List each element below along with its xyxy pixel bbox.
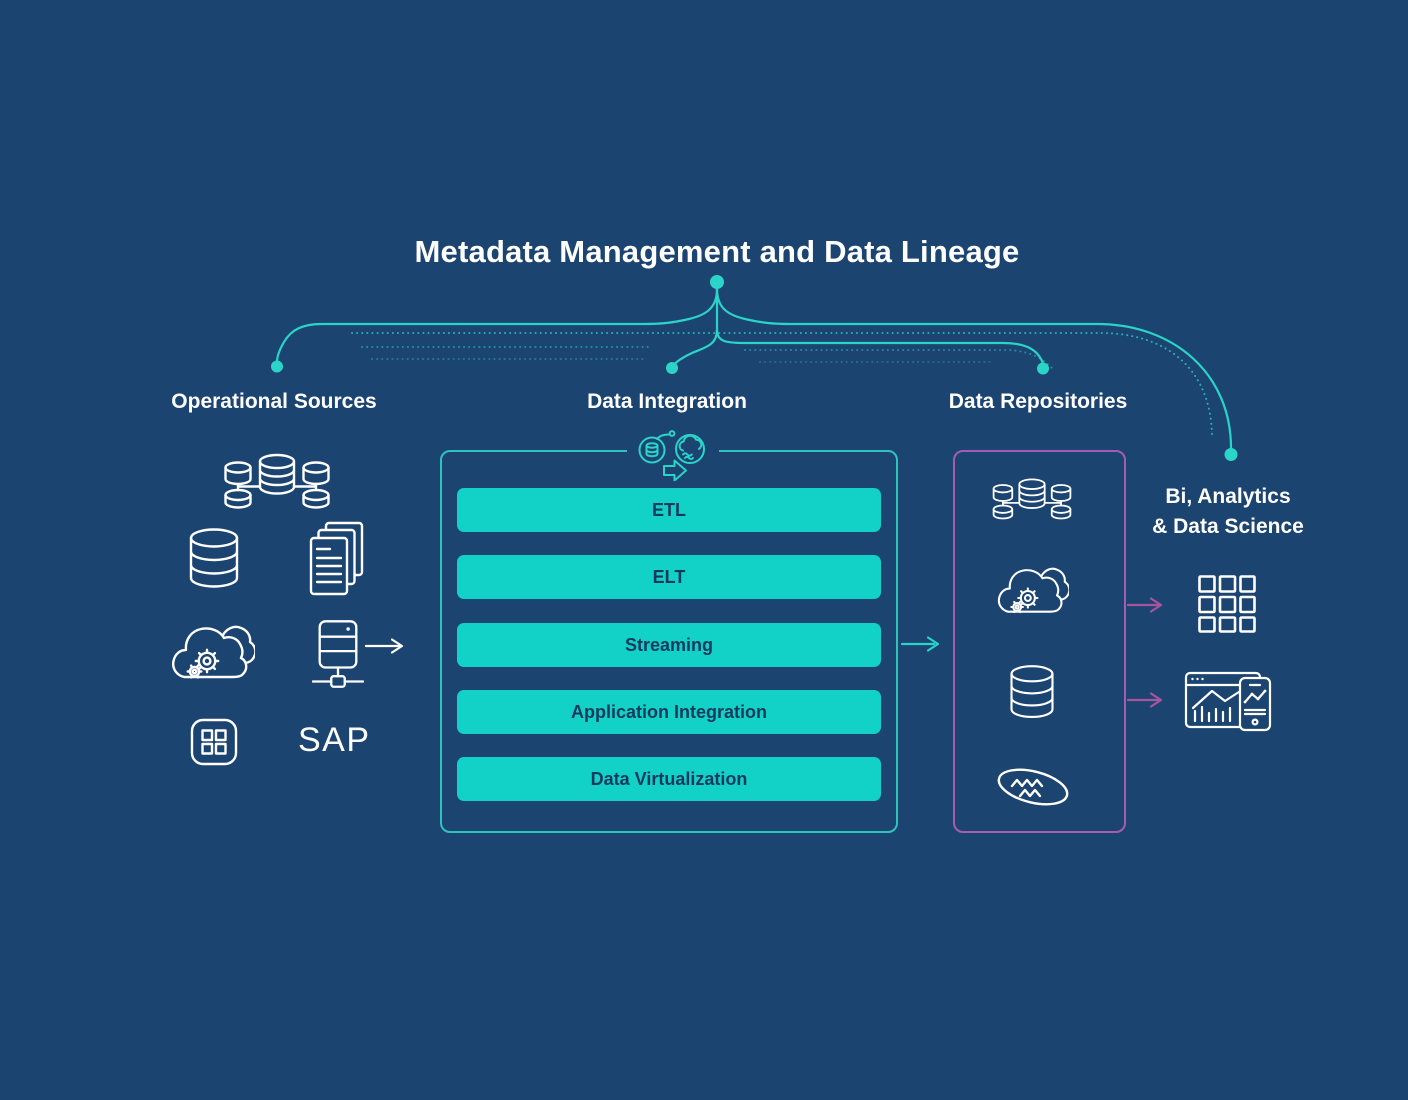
- section-label-data-integration: Data Integration: [587, 390, 747, 413]
- section-label-bi-analytics: Bi, Analytics & Data Science: [1108, 482, 1348, 542]
- section-label-operational-sources: Operational Sources: [171, 390, 377, 413]
- cloud-gears-icon: [171, 619, 257, 689]
- grid-apps-icon: [1198, 575, 1256, 633]
- data-repositories-box: [953, 450, 1126, 833]
- dashboard-devices-icon: [1184, 669, 1276, 735]
- database-icon: [186, 527, 242, 591]
- page-title: Metadata Management and Data Lineage: [414, 234, 1020, 269]
- database-icon-repo: [1007, 664, 1057, 721]
- app-grid-icon: [190, 718, 238, 766]
- flow-arrow-magenta-top: [1126, 597, 1163, 613]
- data-integration-box: ETL ELT Streaming Application Integratio…: [440, 450, 898, 833]
- pill-elt[interactable]: ELT: [457, 555, 881, 599]
- data-lake-icon: [994, 761, 1072, 813]
- pill-data-virtualization[interactable]: Data Virtualization: [457, 757, 881, 801]
- dotted-lines: [351, 332, 1213, 439]
- data-sync-icon: [627, 423, 719, 481]
- connector-tree: [275, 287, 1233, 450]
- documents-icon: [307, 521, 369, 597]
- bi-label-line1: Bi, Analytics: [1165, 485, 1291, 508]
- pill-etl[interactable]: ETL: [457, 488, 881, 532]
- pill-streaming[interactable]: Streaming: [457, 623, 881, 667]
- section-label-data-repositories: Data Repositories: [948, 390, 1128, 413]
- server-icon: [311, 619, 365, 691]
- flow-arrow-white: [364, 638, 404, 654]
- database-cluster-icon: [222, 452, 332, 512]
- bi-label-line2: & Data Science: [1152, 515, 1304, 538]
- pill-application-integration[interactable]: Application Integration: [457, 690, 881, 734]
- sap-label: SAP: [298, 721, 371, 759]
- connector-dots: [271, 275, 1238, 461]
- database-cluster-icon-repo: [991, 477, 1073, 522]
- flow-arrow-teal: [900, 636, 940, 652]
- cloud-gears-icon-repo: [997, 562, 1071, 622]
- flow-arrow-magenta-bottom: [1126, 692, 1163, 708]
